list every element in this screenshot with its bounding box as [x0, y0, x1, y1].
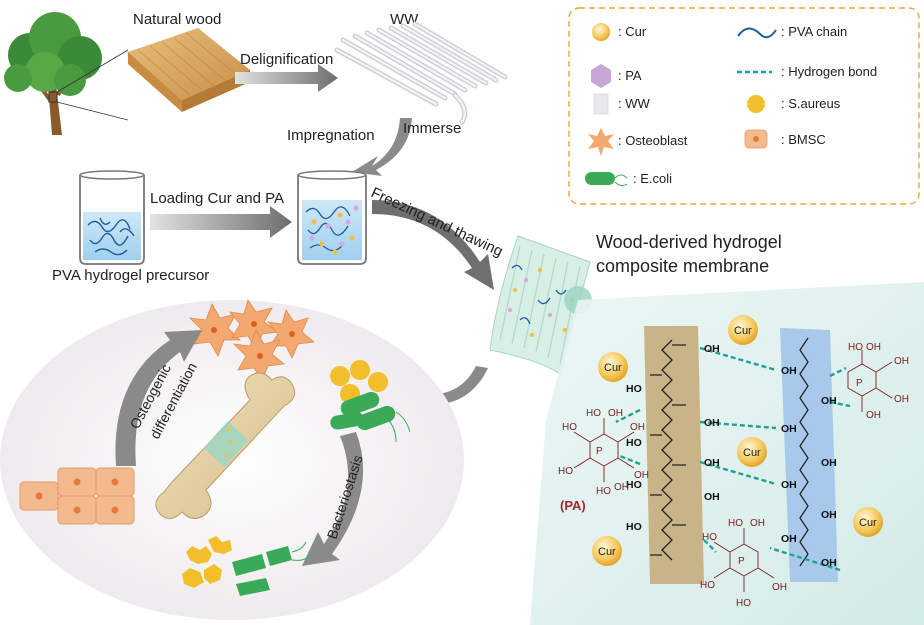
svg-text:OH: OH [894, 394, 909, 405]
svg-text:HO: HO [626, 521, 642, 533]
svg-text:OH: OH [821, 395, 837, 407]
legend-cur-icon [592, 23, 610, 41]
osteogenic-arrow [115, 330, 202, 466]
cellulose-hydroxyls: OH OH OH OH HO HO HO HO [626, 343, 720, 533]
legend-pa-icon [591, 64, 611, 88]
ww-label: WW [390, 11, 419, 28]
cellulose-band [644, 326, 704, 584]
svg-text:OH: OH [630, 422, 645, 433]
svg-text:P: P [856, 378, 863, 389]
pa-label: (PA) [560, 498, 586, 513]
pva-hydroxyls: OH OH OH OH OH OH OH OH [781, 365, 837, 569]
svg-text:Cur: Cur [598, 546, 616, 558]
bone [155, 372, 296, 519]
legend-pa-text: : PA [618, 68, 642, 83]
legend-box: : Cur : PA : WW : Osteoblast : E.coli : … [568, 7, 920, 205]
legend-pva-chain-icon [737, 27, 777, 39]
pva-band [780, 328, 838, 582]
svg-text:HO: HO [626, 479, 642, 491]
svg-text:HO: HO [848, 342, 863, 353]
legend-saureus-text: : S.aureus [781, 96, 841, 111]
freezing-arrow [372, 200, 494, 290]
svg-text:HO: HO [626, 383, 642, 395]
svg-text:OH: OH [821, 457, 837, 469]
svg-text:HO: HO [728, 518, 743, 529]
loading-label: Loading Cur and PA [150, 190, 284, 207]
tree-illustration [4, 12, 129, 135]
svg-text:P: P [596, 446, 603, 457]
legend-osteoblast-icon [588, 128, 614, 156]
membrane-title-line1: Wood-derived hydrogel [596, 232, 782, 252]
inactivated-bacteria [182, 536, 311, 596]
svg-text:OH: OH [704, 343, 720, 355]
impregnation-arrow [352, 118, 412, 176]
svg-text:OH: OH [781, 365, 797, 377]
cur-pa-beaker [297, 170, 367, 265]
pva-beaker [79, 170, 145, 265]
legend-bmsc-text: : BMSC [781, 132, 826, 147]
bacteriostasis-arrow [302, 432, 364, 566]
delignification-arrow [235, 64, 338, 92]
svg-text:HO: HO [700, 580, 715, 591]
svg-text:HO: HO [626, 437, 642, 449]
svg-text:OH: OH [821, 509, 837, 521]
phytic-acid-bottom: HO HO OH HO HO OH P [700, 518, 787, 609]
svg-text:HO: HO [702, 532, 717, 543]
svg-text:OH: OH [866, 342, 881, 353]
natural-wood-label: Natural wood [133, 11, 221, 28]
legend-hbond-text: : Hydrogen bond [781, 64, 877, 79]
svg-text:Cur: Cur [743, 447, 761, 459]
molecular-zoom-panel [530, 282, 924, 625]
svg-text:HO: HO [562, 422, 577, 433]
bacteria-cluster [330, 360, 411, 443]
composite-membrane [489, 235, 592, 375]
svg-text:OH: OH [704, 491, 720, 503]
svg-text:OH: OH [781, 423, 797, 435]
phytic-acid-left: HO HO OH OH HO HO OH OH P [558, 408, 649, 497]
svg-text:OH: OH [608, 408, 623, 419]
svg-text:Cur: Cur [734, 325, 752, 337]
legend-ecoli-icon [585, 172, 628, 187]
legend-ww-text: : WW [618, 96, 650, 111]
impregnation-label: Impregnation [287, 127, 375, 144]
svg-text:OH: OH [704, 417, 720, 429]
natural-wood-block [128, 28, 250, 112]
svg-text:OH: OH [614, 482, 629, 493]
svg-text:Cur: Cur [604, 362, 622, 374]
svg-text:HO: HO [558, 466, 573, 477]
immerse-label: Immerse [403, 120, 461, 137]
cur-spheres: Cur Cur Cur Cur Cur [592, 315, 883, 566]
legend-ww-icon [593, 93, 609, 115]
legend-cur-text: : Cur [618, 24, 647, 39]
svg-text:OH: OH [781, 479, 797, 491]
svg-text:OH: OH [704, 457, 720, 469]
legend-ecoli-text: : E.coli [633, 171, 672, 186]
legend-osteoblast-text: : Osteoblast [618, 133, 688, 148]
svg-text:OH: OH [821, 557, 837, 569]
hydrogen-bonds [615, 346, 851, 572]
legend-pva-chain-text: : PVA chain [781, 24, 847, 39]
membrane-title-line2: composite membrane [596, 256, 769, 276]
svg-text:P: P [738, 556, 745, 567]
delignification-label: Delignification [240, 51, 333, 68]
svg-text:HO: HO [736, 598, 751, 609]
ww-fibers [334, 21, 508, 125]
loading-arrow [150, 206, 292, 238]
svg-text:Cur: Cur [859, 517, 877, 529]
legend-saureus-icon [747, 95, 765, 113]
svg-text:OH: OH [894, 356, 909, 367]
svg-text:OH: OH [772, 582, 787, 593]
osteoblast-cluster [188, 299, 315, 381]
svg-text:HO: HO [586, 408, 601, 419]
svg-text:OH: OH [781, 533, 797, 545]
svg-text:OH: OH [634, 470, 649, 481]
svg-text:OH: OH [866, 410, 881, 421]
svg-text:HO: HO [596, 486, 611, 497]
bmsc-cells [19, 467, 135, 525]
pva-precursor-label: PVA hydrogel precursor [52, 267, 209, 284]
freezing-label: Freezing and thawing [368, 184, 505, 260]
svg-text:OH: OH [750, 518, 765, 529]
